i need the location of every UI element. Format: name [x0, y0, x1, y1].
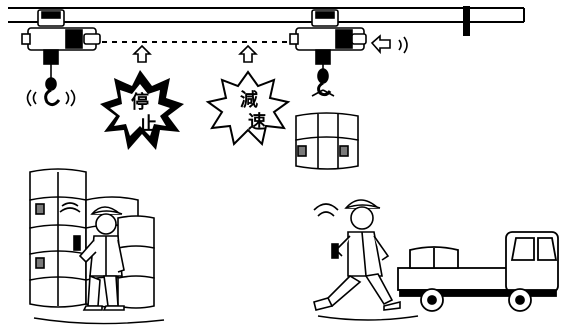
stop-label-2: 止	[139, 113, 157, 135]
suspended-load	[296, 113, 358, 169]
worker-walking	[314, 200, 400, 310]
stop-badge: 停 止	[100, 70, 184, 150]
slow-label-1: 減	[240, 89, 258, 111]
remote-icon-2	[332, 244, 338, 258]
stop-label-1: 停	[131, 91, 149, 113]
signal-waves-icon	[399, 37, 407, 53]
arrow-icon-right	[372, 36, 390, 52]
arrow-icon-left-hoist	[134, 46, 150, 62]
slow-badge: 減 速	[208, 72, 288, 144]
hoist-left-icon	[22, 10, 100, 106]
rail-stopper	[463, 6, 470, 36]
truck	[398, 232, 558, 311]
ground-shadow	[34, 316, 418, 324]
arrow-icon-mid	[240, 46, 256, 62]
slow-label-2: 速	[248, 111, 266, 133]
remote-icon	[74, 236, 80, 250]
